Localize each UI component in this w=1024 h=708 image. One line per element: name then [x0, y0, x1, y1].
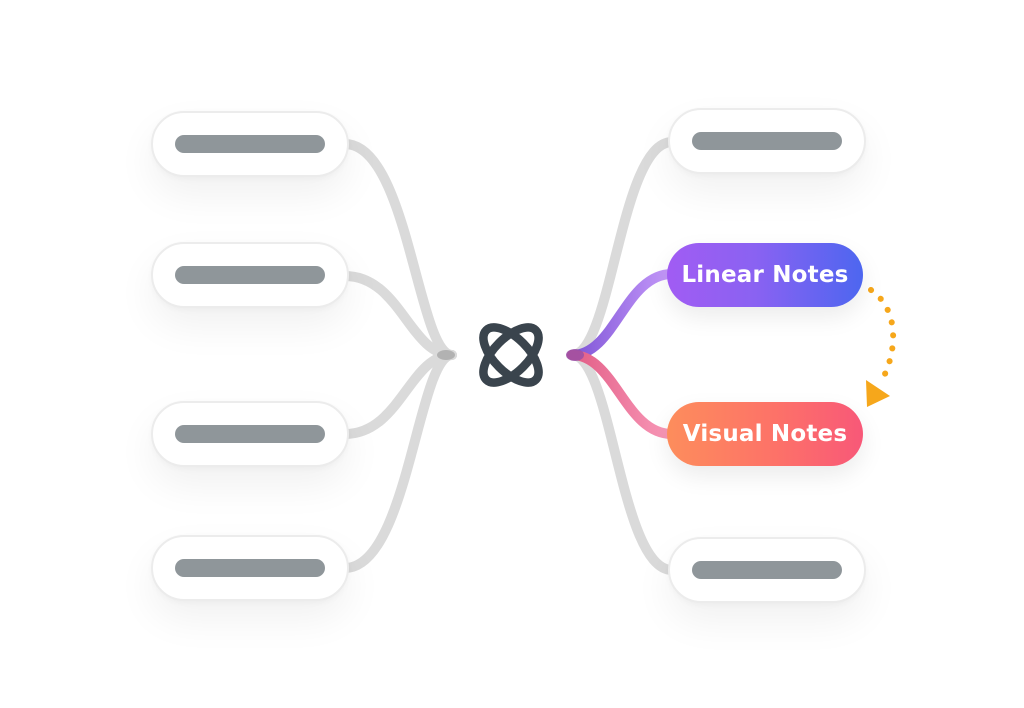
connector-right-4: [567, 350, 677, 575]
visual-notes-node[interactable]: Visual Notes: [667, 402, 863, 466]
left-node-2[interactable]: [151, 242, 349, 308]
placeholder-bar: [175, 559, 325, 577]
mindmeister-logo-icon: [479, 323, 543, 387]
placeholder-bar: [692, 132, 842, 150]
placeholder-bar: [175, 425, 325, 443]
connector-left-3: [340, 350, 457, 439]
right-node-1[interactable]: [668, 108, 866, 174]
right-node-4[interactable]: [668, 537, 866, 603]
visual-notes-label: Visual Notes: [682, 421, 848, 447]
linear-notes-node[interactable]: Linear Notes: [667, 243, 863, 307]
left-node-4[interactable]: [151, 535, 349, 601]
connector-left-hub: [437, 350, 455, 360]
connector-visual-notes: [567, 350, 677, 439]
dotted-arrow-path: [868, 287, 897, 383]
left-node-3[interactable]: [151, 401, 349, 467]
left-node-1[interactable]: [151, 111, 349, 177]
linear-notes-label: Linear Notes: [681, 262, 849, 288]
connector-left-2: [340, 271, 457, 360]
connector-linear-notes: [567, 269, 677, 360]
connector-right-hub: [566, 349, 584, 361]
placeholder-bar: [175, 266, 325, 284]
connector-right-1: [567, 137, 677, 360]
placeholder-bar: [175, 135, 325, 153]
placeholder-bar: [692, 561, 842, 579]
connector-left-4: [340, 350, 457, 573]
arrowhead-icon: [866, 380, 890, 407]
connector-left-1: [340, 139, 457, 360]
